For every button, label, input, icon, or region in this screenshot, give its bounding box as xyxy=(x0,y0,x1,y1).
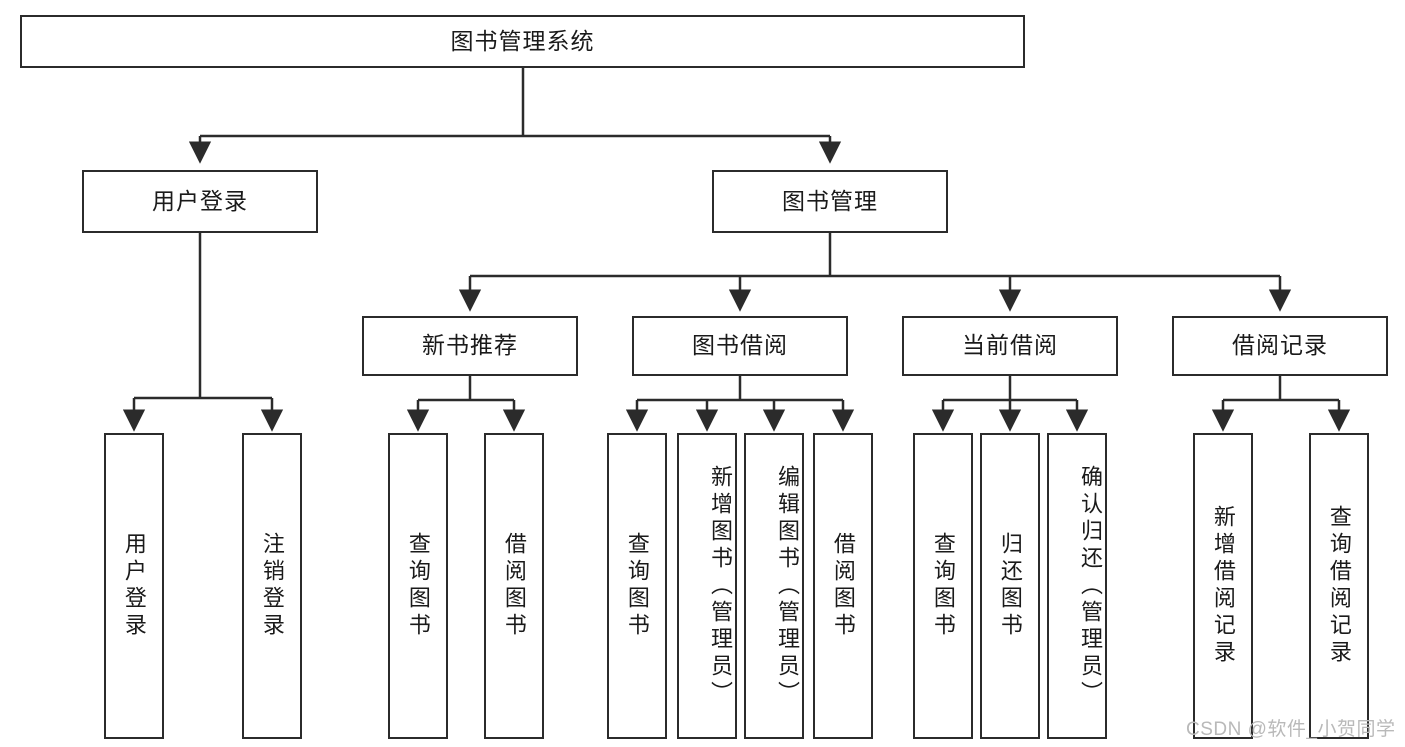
node-borrowing-records[interactable]: 借阅记录 xyxy=(1172,316,1388,376)
leaf-query-books-borrowing[interactable]: 查询图书 xyxy=(607,433,667,739)
node-user-login[interactable]: 用户登录 xyxy=(82,170,318,233)
node-label: 查询图书 xyxy=(624,532,650,640)
node-label: 归还图书 xyxy=(997,532,1023,640)
leaf-add-borrow-record[interactable]: 新增借阅记录 xyxy=(1193,433,1253,739)
node-label: 新增图书（管理员） xyxy=(708,464,733,708)
leaf-edit-book-admin[interactable]: 编辑图书（管理员） xyxy=(744,433,804,739)
node-label: 编辑图书（管理员） xyxy=(775,464,800,708)
leaf-query-borrow-record[interactable]: 查询借阅记录 xyxy=(1309,433,1369,739)
node-book-management[interactable]: 图书管理 xyxy=(712,170,948,233)
leaf-query-books-current[interactable]: 查询图书 xyxy=(913,433,973,739)
node-label: 图书借阅 xyxy=(692,332,788,359)
node-label: 查询图书 xyxy=(930,532,956,640)
node-label: 借阅图书 xyxy=(501,532,527,640)
leaf-add-book-admin[interactable]: 新增图书（管理员） xyxy=(677,433,737,739)
node-label: 新增借阅记录 xyxy=(1210,505,1236,667)
leaf-confirm-return-admin[interactable]: 确认归还（管理员） xyxy=(1047,433,1107,739)
leaf-user-login[interactable]: 用户登录 xyxy=(104,433,164,739)
leaf-return-books[interactable]: 归还图书 xyxy=(980,433,1040,739)
node-label: 借阅记录 xyxy=(1232,332,1328,359)
node-label: 查询借阅记录 xyxy=(1326,505,1352,667)
node-book-borrowing[interactable]: 图书借阅 xyxy=(632,316,848,376)
node-label: 图书管理系统 xyxy=(450,27,595,54)
leaf-borrow-books-recommendation[interactable]: 借阅图书 xyxy=(484,433,544,739)
node-current-borrowing[interactable]: 当前借阅 xyxy=(902,316,1118,376)
leaf-logout[interactable]: 注销登录 xyxy=(242,433,302,739)
node-label: 查询图书 xyxy=(405,532,431,640)
node-root-book-management-system[interactable]: 图书管理系统 xyxy=(20,15,1025,68)
node-label: 用户登录 xyxy=(121,532,147,640)
node-label: 新书推荐 xyxy=(422,332,518,359)
node-new-book-recommendation[interactable]: 新书推荐 xyxy=(362,316,578,376)
watermark-text: CSDN @软件_小贺同学 xyxy=(1186,719,1396,740)
node-label: 注销登录 xyxy=(259,532,285,640)
node-label: 借阅图书 xyxy=(830,532,856,640)
node-label: 图书管理 xyxy=(782,187,878,214)
node-label: 用户登录 xyxy=(152,187,248,214)
leaf-query-books-recommendation[interactable]: 查询图书 xyxy=(388,433,448,739)
leaf-borrow-books-borrowing[interactable]: 借阅图书 xyxy=(813,433,873,739)
node-label: 确认归还（管理员） xyxy=(1078,464,1103,708)
node-label: 当前借阅 xyxy=(962,332,1058,359)
